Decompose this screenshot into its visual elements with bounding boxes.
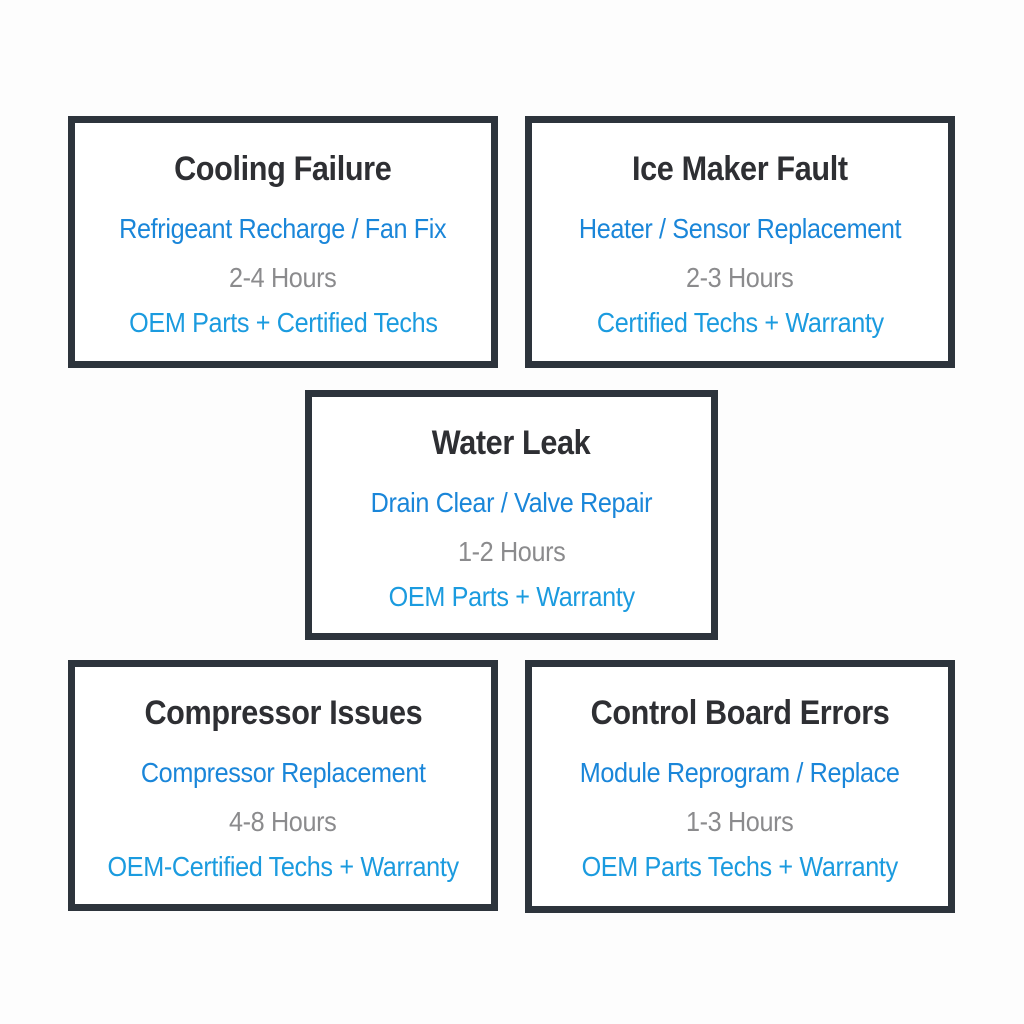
card-footer: OEM Parts + Certified Techs [128,307,438,338]
card-duration: 2-3 Hours [686,262,794,293]
card-service: Module Reprogram / Replace [580,757,900,788]
card-ice-maker-fault: Ice Maker Fault Heater / Sensor Replacem… [525,116,955,368]
card-duration: 4-8 Hours [229,806,337,837]
card-title: Control Board Errors [590,694,890,732]
card-duration: 1-2 Hours [457,536,566,567]
card-service: Heater / Sensor Replacement [578,213,902,244]
card-footer: OEM Parts + Warranty [388,581,635,612]
card-footer: Certified Techs + Warranty [596,307,884,338]
card-control-board-errors: Control Board Errors Module Reprogram / … [525,660,955,913]
card-cooling-failure: Cooling Failure Refrigeant Recharge / Fa… [68,116,498,368]
card-duration: 2-4 Hours [229,262,337,293]
card-footer: OEM-Certified Techs + Warranty [107,851,459,882]
card-compressor-issues: Compressor Issues Compressor Replacement… [68,660,498,911]
card-title: Water Leak [432,424,591,462]
card-duration: 1-3 Hours [686,806,794,837]
card-footer: OEM Parts Techs + Warranty [581,851,899,882]
card-title: Cooling Failure [174,150,392,188]
card-title: Ice Maker Fault [632,150,848,188]
card-service: Drain Clear / Valve Repair [370,487,653,518]
card-water-leak: Water Leak Drain Clear / Valve Repair 1-… [305,390,718,640]
card-service: Compressor Replacement [140,757,426,788]
card-title: Compressor Issues [144,694,422,732]
card-service: Refrigeant Recharge / Fan Fix [119,213,447,244]
